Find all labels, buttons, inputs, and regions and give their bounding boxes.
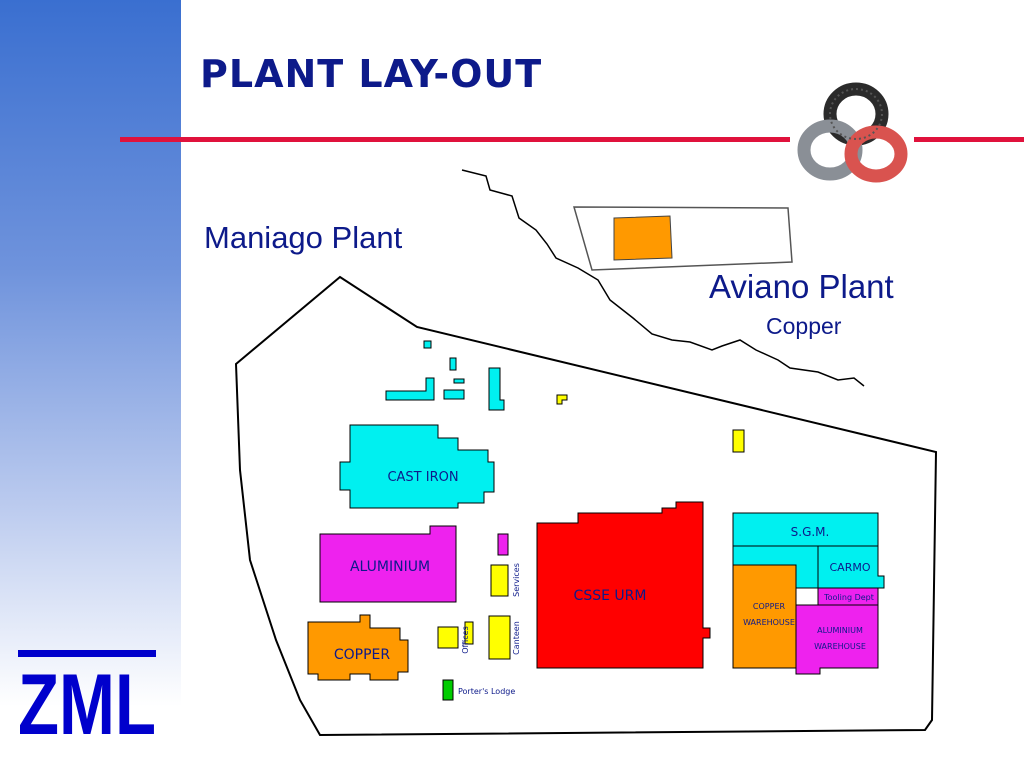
zml-logo: ZML [18, 650, 156, 740]
aluminium-warehouse-label-2: WAREHOUSE [814, 642, 866, 651]
csse-urm-building [536, 501, 711, 669]
zml-logo-text: ZML [18, 657, 156, 740]
copper-label: COPPER [334, 647, 391, 663]
aluminium-label: ALUMINIUM [350, 559, 430, 575]
porters-lodge-building [442, 679, 454, 701]
aviano-site-outline [573, 206, 793, 271]
aluminium-building [319, 525, 457, 603]
title-rule-left [120, 137, 790, 142]
aviano-copper-label: Copper [766, 313, 842, 339]
knot-logo-icon [797, 82, 908, 183]
cast-iron-building [339, 424, 495, 509]
carmo-label: CARMO [830, 561, 871, 574]
offices-label: Offices [461, 626, 470, 654]
aviano-plant-label: Aviano Plant [709, 268, 894, 305]
offices-side-building [464, 621, 474, 645]
title-rule-right [914, 137, 1024, 142]
canteen-label: Canteen [512, 621, 521, 655]
offices-building [437, 626, 459, 649]
aluminium-warehouse-building [795, 604, 879, 675]
canteen-building [488, 615, 511, 660]
maniago-plant-label: Maniago Plant [204, 220, 403, 255]
cast-iron-label: CAST IRON [387, 470, 458, 485]
csse-urm-label: CSSE URM [574, 588, 647, 604]
page-title: PLANT LAY-OUT [200, 52, 543, 96]
small-magenta-building [497, 533, 509, 556]
aviano-copper-building [613, 215, 673, 261]
services-building [490, 564, 509, 597]
small-structures [385, 340, 745, 453]
tooling-dept-label: Tooling Dept [823, 593, 874, 602]
copper-warehouse-label-1: COPPER [753, 602, 786, 611]
river-line [461, 169, 865, 387]
copper-warehouse-label-2: WAREHOUSE [743, 618, 795, 627]
services-label: Services [512, 563, 521, 597]
aluminium-warehouse-label-1: ALUMINIUM [817, 626, 863, 635]
sgm-label: S.G.M. [791, 525, 830, 539]
porters-lodge-label: Porter's Lodge [458, 687, 515, 696]
copper-building [307, 614, 409, 681]
copper-warehouse-building [732, 564, 797, 669]
left-gradient-bar [0, 0, 181, 768]
